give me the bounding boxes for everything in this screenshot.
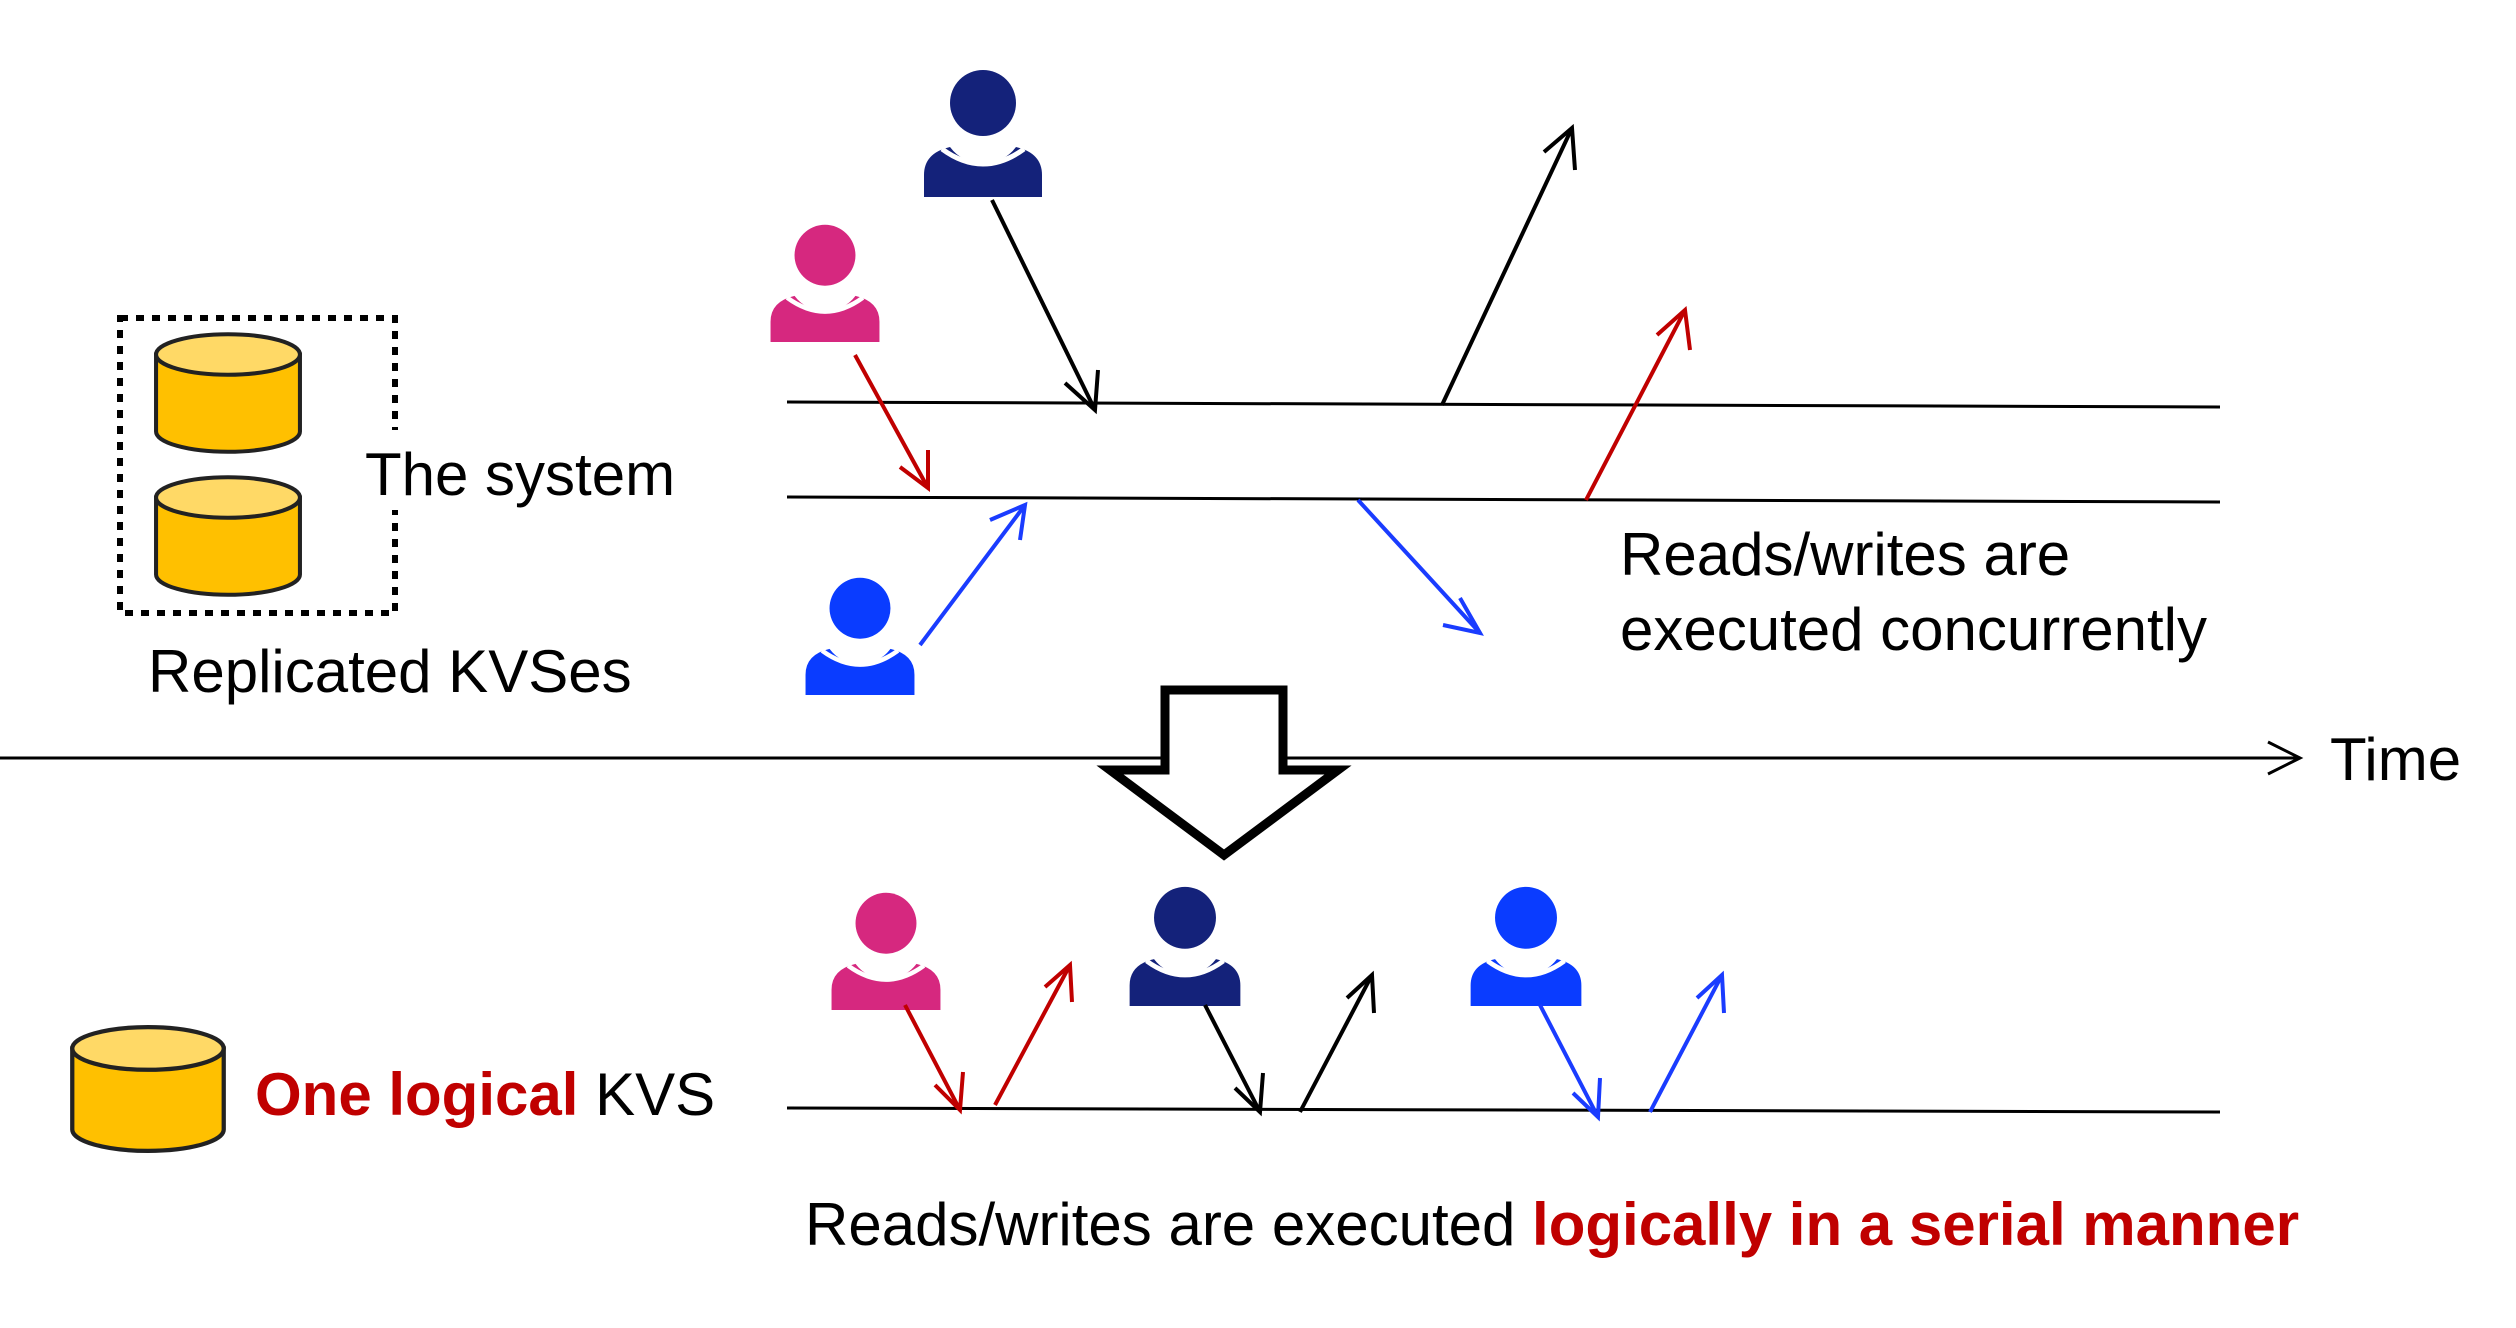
database-icon [72, 1027, 223, 1151]
serial-note-prefix: Reads/writes are executed [805, 1191, 1515, 1258]
read-arrow-black [1440, 123, 1577, 406]
user-icon-pink [832, 893, 941, 1010]
write-arrow-blue [1538, 1004, 1602, 1122]
replica-timeline [786, 400, 2221, 409]
kvs-text: KVS [595, 1061, 715, 1128]
user-icon-navy [924, 70, 1042, 197]
database-icon [156, 477, 300, 595]
user-icon-blue [1471, 887, 1582, 1006]
read-arrow-blue [1356, 498, 1484, 636]
replica-timeline [786, 495, 2221, 504]
read-arrow-red [993, 960, 1074, 1106]
concurrent-note-line2: executed concurrently [1620, 596, 2207, 663]
read-arrow-red [1584, 305, 1692, 501]
one-logical-emphasis: One logical [255, 1061, 578, 1128]
time-axis-arrowhead [2267, 740, 2304, 776]
concurrent-note-line1: Reads/writes are [1620, 521, 2070, 588]
write-arrow-blue [918, 501, 1028, 647]
label-gap [370, 430, 410, 510]
user-icon-navy [1130, 887, 1241, 1006]
write-arrow-pink [903, 1004, 965, 1115]
read-arrow-blue [1648, 970, 1726, 1113]
write-arrow-navy [990, 199, 1100, 415]
user-icon-blue [806, 578, 915, 695]
transform-down-arrow [1096, 685, 1352, 861]
the-system-label: The system [365, 441, 675, 508]
logical-timeline [786, 1106, 2221, 1114]
write-arrow-navy [1203, 1004, 1265, 1117]
serial-note-emphasis: logically in a serial manner [1532, 1191, 2299, 1258]
read-arrow-black [1298, 970, 1376, 1113]
one-logical-kvs-label: One logical KVS [255, 1061, 715, 1128]
user-icon-pink [771, 225, 880, 342]
write-arrow-pink [853, 354, 930, 492]
time-label: Time [2330, 726, 2461, 793]
serial-note: Reads/writes are executed logically in a… [805, 1191, 2299, 1258]
replicated-kvses-label: Replicated KVSes [148, 638, 632, 705]
database-icon [156, 334, 300, 452]
